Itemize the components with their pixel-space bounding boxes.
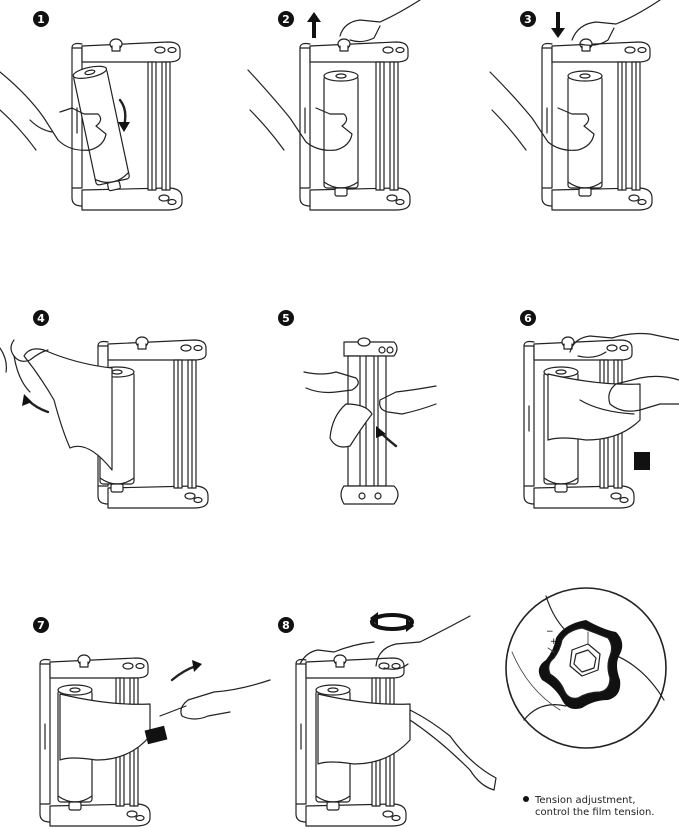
step-number: 4 — [37, 312, 45, 325]
step-2: 2 — [247, 0, 421, 211]
up-arrow-icon — [307, 12, 321, 38]
tension-strap — [634, 452, 650, 470]
caption-line-1: Tension adjustment, — [535, 795, 636, 806]
hand — [303, 371, 359, 394]
film-roll — [323, 70, 359, 197]
step-number-badge: 6 — [520, 310, 536, 326]
step-number-badge: 2 — [278, 11, 294, 27]
hand — [379, 385, 437, 415]
step-1: 1 — [0, 11, 183, 211]
plus-mark: + — [550, 637, 558, 647]
hand-top — [339, 0, 421, 37]
caption-line-2: control the film tension. — [535, 807, 655, 818]
hand — [489, 71, 595, 151]
step-number: 3 — [524, 13, 532, 26]
step-number-badge: 4 — [33, 310, 49, 326]
hand-top — [375, 615, 471, 667]
tension-strap — [144, 725, 168, 745]
step-number-badge: 1 — [33, 11, 49, 27]
step-number: 6 — [524, 312, 532, 325]
step-number: 2 — [282, 13, 290, 26]
hand — [247, 69, 353, 151]
step-4: 4 — [0, 310, 209, 509]
step-6: 6 — [520, 310, 679, 509]
step-5: 5 — [278, 310, 437, 505]
step-7: 7 — [33, 617, 271, 827]
step-8: 8 — [278, 612, 497, 827]
step-number-badge: 7 — [33, 617, 49, 633]
hand — [10, 339, 49, 362]
film-tail — [409, 709, 497, 791]
hand — [299, 641, 375, 665]
stretch-film — [23, 348, 113, 471]
rotate-knob-arrow-icon — [370, 612, 414, 632]
hand — [608, 375, 679, 412]
down-arrow-icon — [551, 12, 565, 38]
pull-arrow-icon — [170, 664, 198, 682]
step-3: 3 — [489, 0, 661, 211]
stretch-film — [59, 693, 151, 761]
stretch-film — [329, 403, 373, 448]
step-number: 1 — [37, 13, 45, 26]
hand — [0, 71, 107, 151]
bullet-icon — [523, 796, 529, 802]
step-number: 5 — [282, 312, 290, 325]
stretch-film — [317, 693, 411, 765]
tension-knob-detail: − + — [505, 587, 667, 749]
hand-top — [569, 332, 679, 353]
step-number: 8 — [282, 619, 290, 632]
hand — [180, 679, 271, 720]
step-number-badge: 3 — [520, 11, 536, 27]
step-number-badge: 8 — [278, 617, 294, 633]
tension-caption: Tension adjustment, control the film ten… — [523, 795, 654, 819]
film-roll — [567, 70, 603, 197]
minus-mark: − — [546, 627, 554, 637]
hand-top — [571, 0, 661, 41]
step-number: 7 — [37, 619, 45, 632]
step-number-badge: 5 — [278, 310, 294, 326]
